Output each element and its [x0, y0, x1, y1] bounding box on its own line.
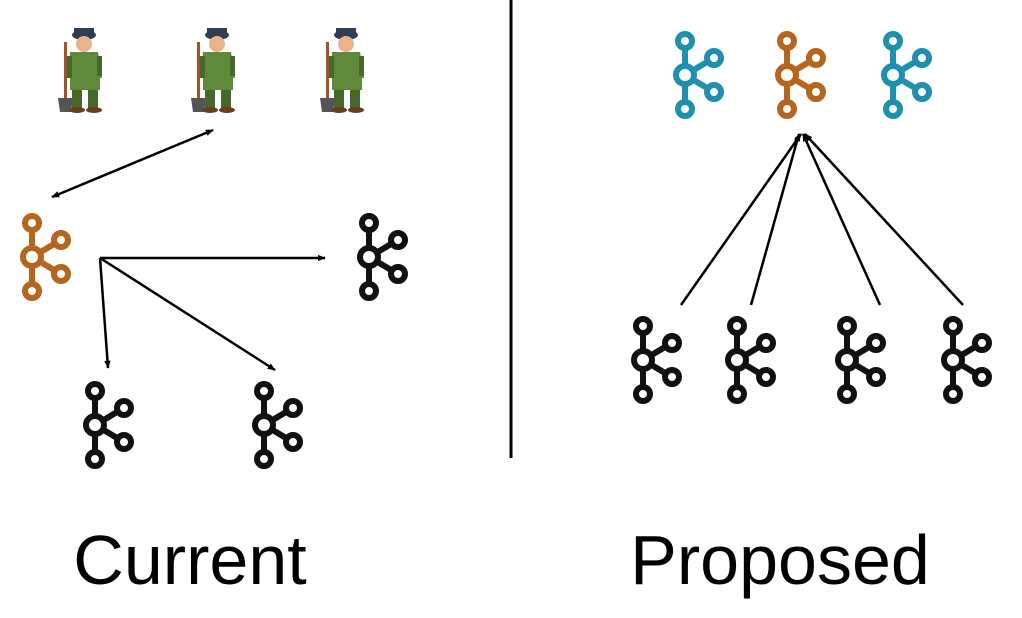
kafka-node-icon-follower — [676, 34, 721, 116]
caption-current: Current — [73, 521, 307, 599]
kafka-node-icon — [728, 319, 773, 401]
worker-with-shovel-icon — [58, 28, 102, 113]
kafka-node-icon-follower — [884, 34, 929, 116]
arrow — [51, 128, 214, 199]
worker-with-shovel-icon — [320, 28, 364, 113]
kafka-node-icon-leader — [23, 216, 68, 298]
kafka-node-icon — [944, 319, 989, 401]
arrow — [804, 133, 964, 306]
worker-with-shovel-icon — [191, 28, 235, 113]
kafka-node-icon — [86, 384, 131, 466]
arrow — [99, 256, 276, 372]
arrow — [749, 133, 801, 306]
kafka-node-icon — [634, 319, 679, 401]
kafka-node-icon — [255, 384, 300, 466]
kafka-node-icon — [360, 216, 405, 298]
kafka-node-icon — [838, 319, 883, 401]
arrow — [98, 257, 111, 369]
arrow — [801, 133, 882, 306]
arrow — [679, 133, 803, 306]
caption-proposed: Proposed — [630, 521, 930, 599]
kafka-node-icon-leader — [778, 34, 823, 116]
